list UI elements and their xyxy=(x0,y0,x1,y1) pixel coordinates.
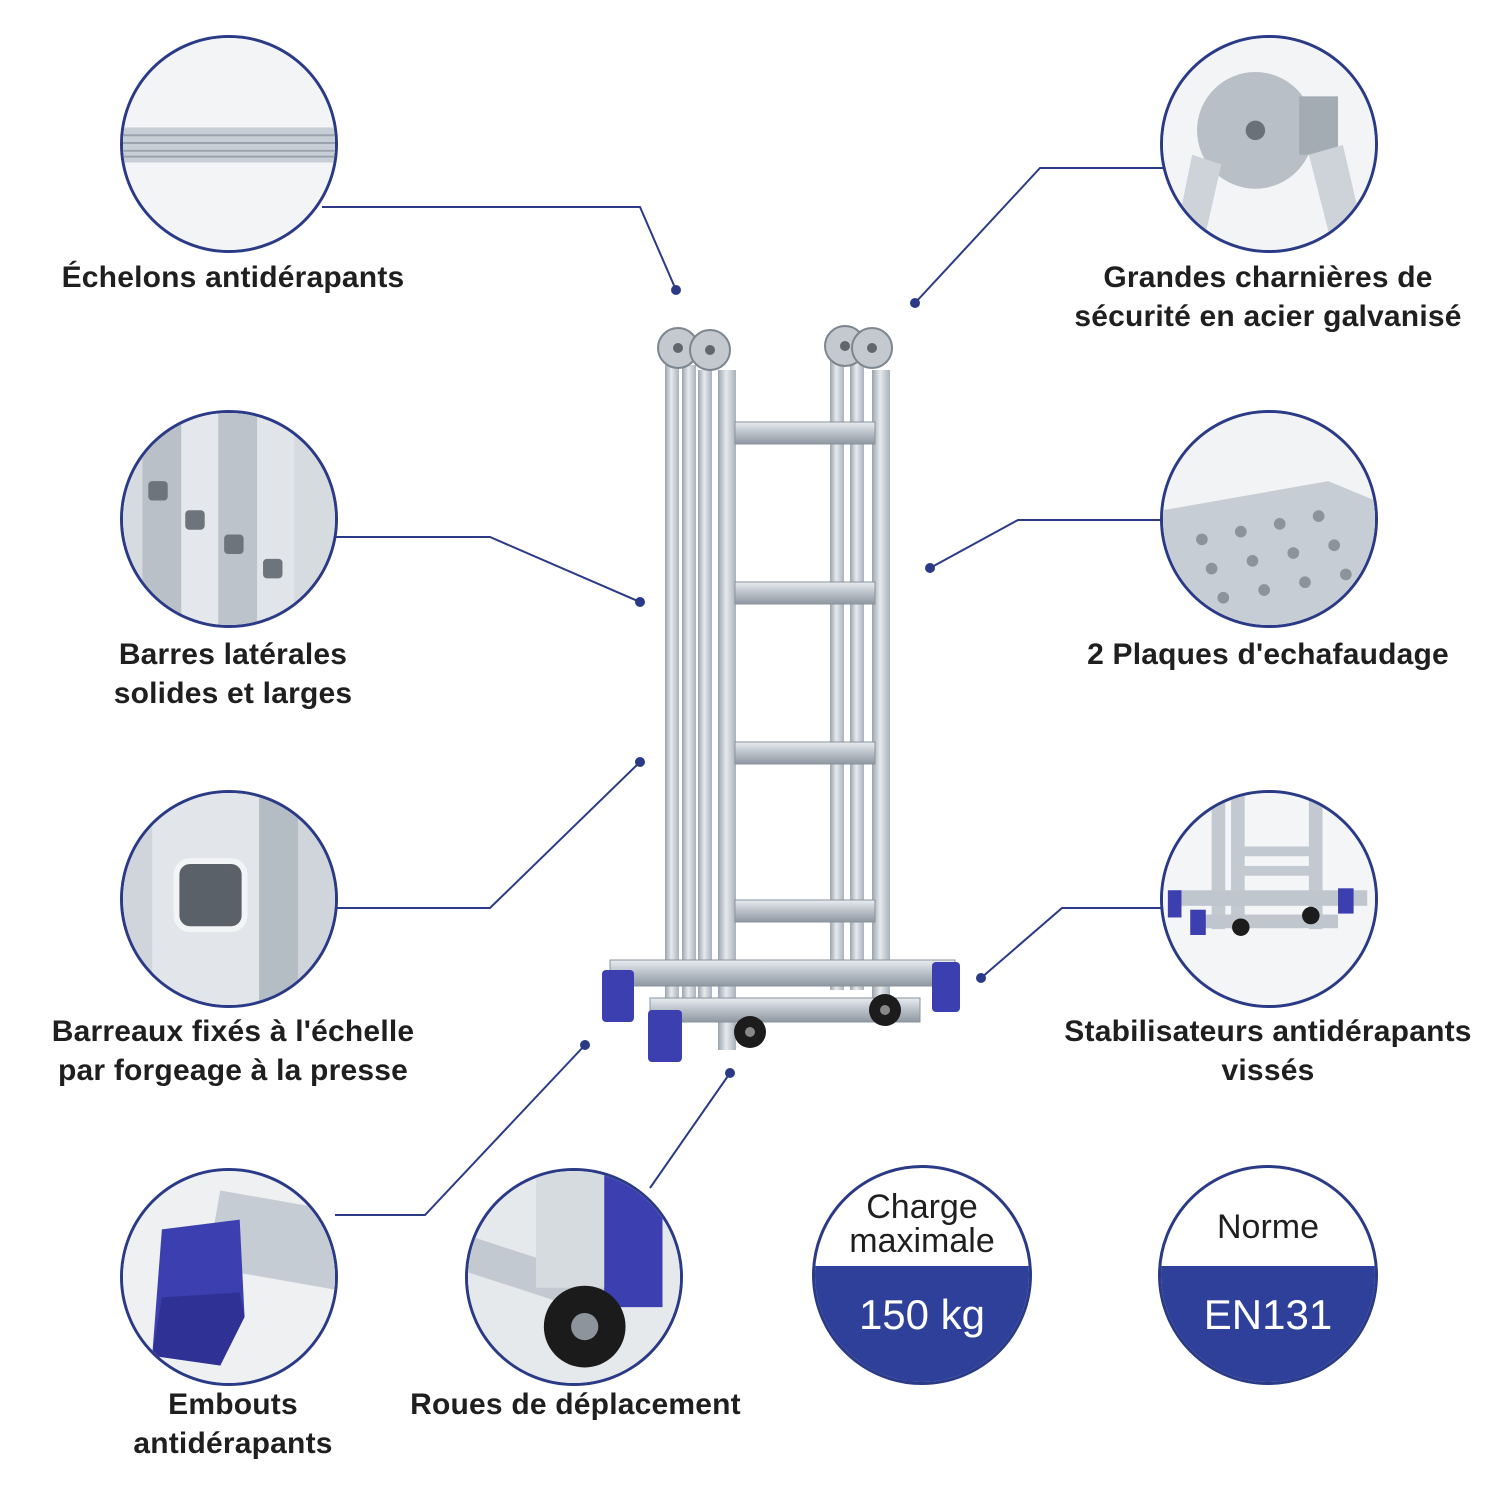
norm-badge: Norme EN131 xyxy=(1158,1165,1378,1385)
end-cap-closeup-image xyxy=(120,1168,338,1386)
ladder-illustration xyxy=(602,325,960,1062)
plates-label: 2 Plaques d'echafaudage xyxy=(1087,638,1449,671)
rungs-label: Échelons antidérapants xyxy=(61,261,405,294)
press-forging-label: Barreaux fixés à l'échelle par forgeage … xyxy=(51,1015,415,1087)
max-load-badge: Charge maximale 150 kg xyxy=(812,1165,1032,1385)
stabilizers-label: Stabilisateurs antidérapants vissés xyxy=(1064,1015,1472,1087)
rung-closeup-image xyxy=(120,35,338,253)
stabilizer-closeup-image xyxy=(1160,790,1378,1008)
max-load-title: Charge maximale xyxy=(849,1188,995,1260)
side-bars-label: Barres latérales solides et larges xyxy=(113,638,353,710)
side-bar-closeup-image xyxy=(120,410,338,628)
wheels-label: Roues de déplacement xyxy=(410,1388,741,1421)
plate-closeup-image xyxy=(1160,410,1378,628)
max-load-band xyxy=(815,1266,1029,1382)
hinges-label: Grandes charnières de sécurité en acier … xyxy=(1074,261,1462,333)
end-caps-label: Embouts antidérapants xyxy=(133,1388,333,1460)
norm-value: EN131 xyxy=(1203,1291,1333,1338)
wheel-closeup-image xyxy=(465,1168,683,1386)
hinge-closeup-image xyxy=(1160,35,1378,253)
max-load-value: 150 kg xyxy=(858,1291,986,1338)
norm-title: Norme xyxy=(1216,1208,1320,1246)
norm-band xyxy=(1161,1266,1375,1382)
forged-rung-closeup-image xyxy=(120,790,338,1008)
